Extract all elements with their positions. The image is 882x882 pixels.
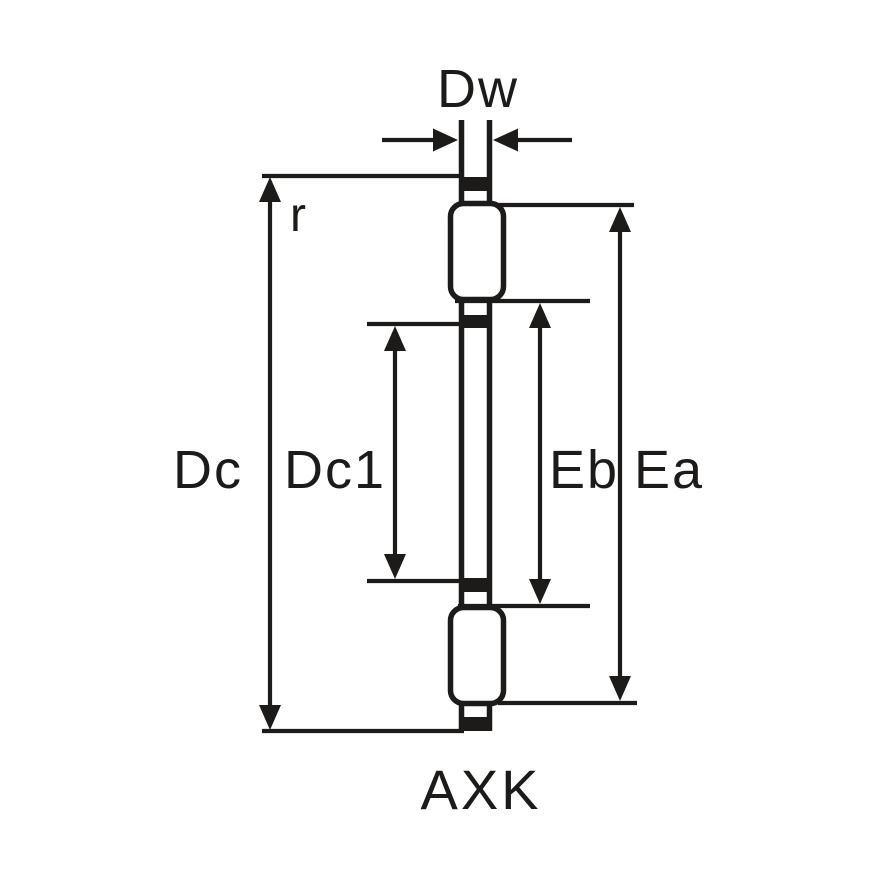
label-dw: Dw (437, 59, 519, 119)
label-dc: Dc (173, 440, 243, 500)
ea-arrowhead-top (609, 207, 631, 232)
label-r: r (290, 189, 306, 242)
dw-dimension: Dw (382, 59, 572, 152)
label-eb: Eb (549, 440, 619, 500)
needle-roller-top (447, 200, 507, 303)
dc1-dimension: Dc1 (284, 321, 460, 584)
washer-band-top (459, 177, 492, 191)
dc1-arrowhead-bottom (384, 554, 406, 579)
dc-arrowhead-bottom (259, 705, 281, 730)
ea-dimension: Ea (497, 202, 704, 706)
dw-arrowhead-right (493, 128, 518, 152)
eb-dimension: Eb (455, 298, 619, 609)
dc-arrowhead-top (259, 177, 281, 202)
washer-band-upper-middle (459, 315, 492, 328)
label-dc1: Dc1 (284, 440, 386, 500)
eb-arrowhead-bottom (529, 579, 551, 604)
bearing-cross-section (447, 120, 507, 731)
eb-arrowhead-top (529, 303, 551, 328)
washer-band-lower-middle (459, 578, 492, 592)
ea-arrowhead-bottom (609, 676, 631, 701)
washer-band-bottom (459, 717, 492, 731)
dc1-arrowhead-top (384, 326, 406, 351)
dw-arrowhead-left (433, 128, 458, 152)
part-designation: AXK (420, 758, 541, 821)
label-ea: Ea (634, 440, 704, 500)
dc-dimension: Dc r (173, 173, 464, 734)
needle-roller-bottom (447, 604, 507, 707)
